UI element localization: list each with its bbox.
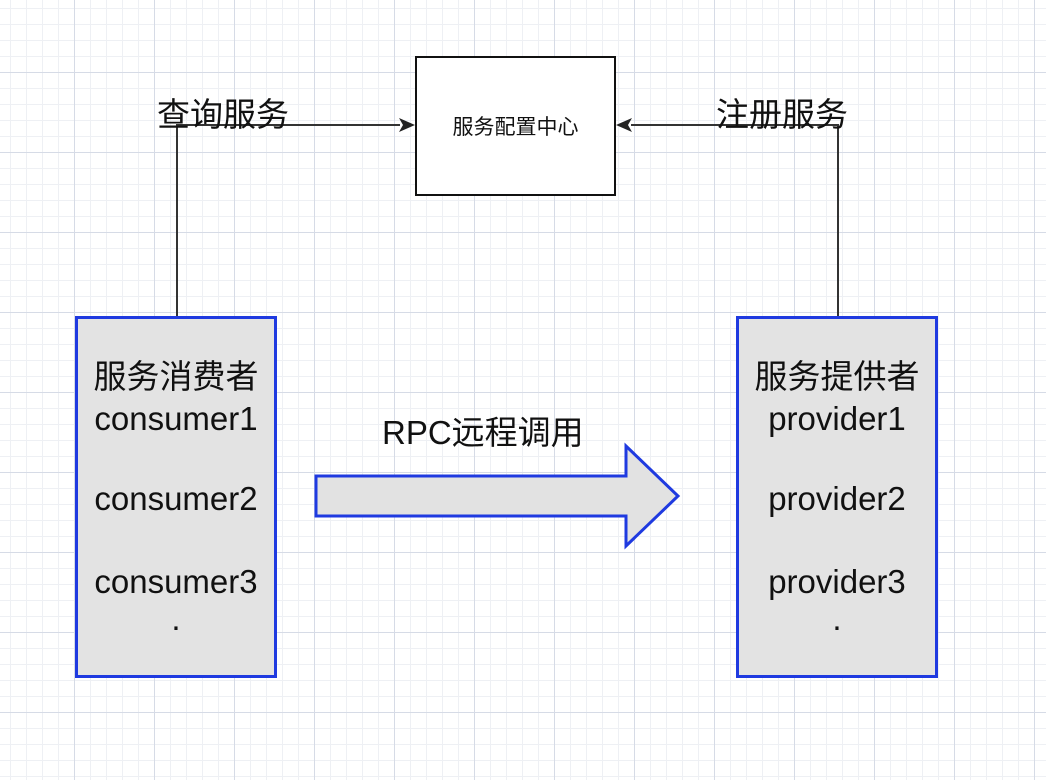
register-connector[interactable] [631,124,839,316]
query-arrowhead [399,118,415,132]
consumer-title: 服务消费者 [93,358,259,395]
provider-title: 服务提供者 [754,358,920,395]
rpc-arrow[interactable] [314,442,681,550]
service-registry-box[interactable]: 服务配置中心 [415,56,616,196]
query-connector[interactable] [176,124,400,316]
rpc-call-label: RPC远程调用 [382,414,584,451]
consumer-item: consumer2 [94,480,258,517]
provider-ellipsis: . [832,600,842,637]
consumer-item: consumer3 [94,563,258,600]
query-service-label: 查询服务 [157,96,289,133]
consumer-ellipsis: . [171,600,181,637]
service-registry-label: 服务配置中心 [452,116,579,139]
provider-box[interactable]: 服务提供者 provider1 provider2 provider3 . [736,316,938,678]
consumer-item: consumer1 [94,400,258,437]
provider-item: provider3 [768,563,906,600]
register-arrowhead [616,118,632,132]
consumer-box[interactable]: 服务消费者 consumer1 consumer2 consumer3 . [75,316,277,678]
provider-item: provider2 [768,480,906,517]
provider-item: provider1 [768,400,906,437]
register-service-label: 注册服务 [716,96,848,133]
